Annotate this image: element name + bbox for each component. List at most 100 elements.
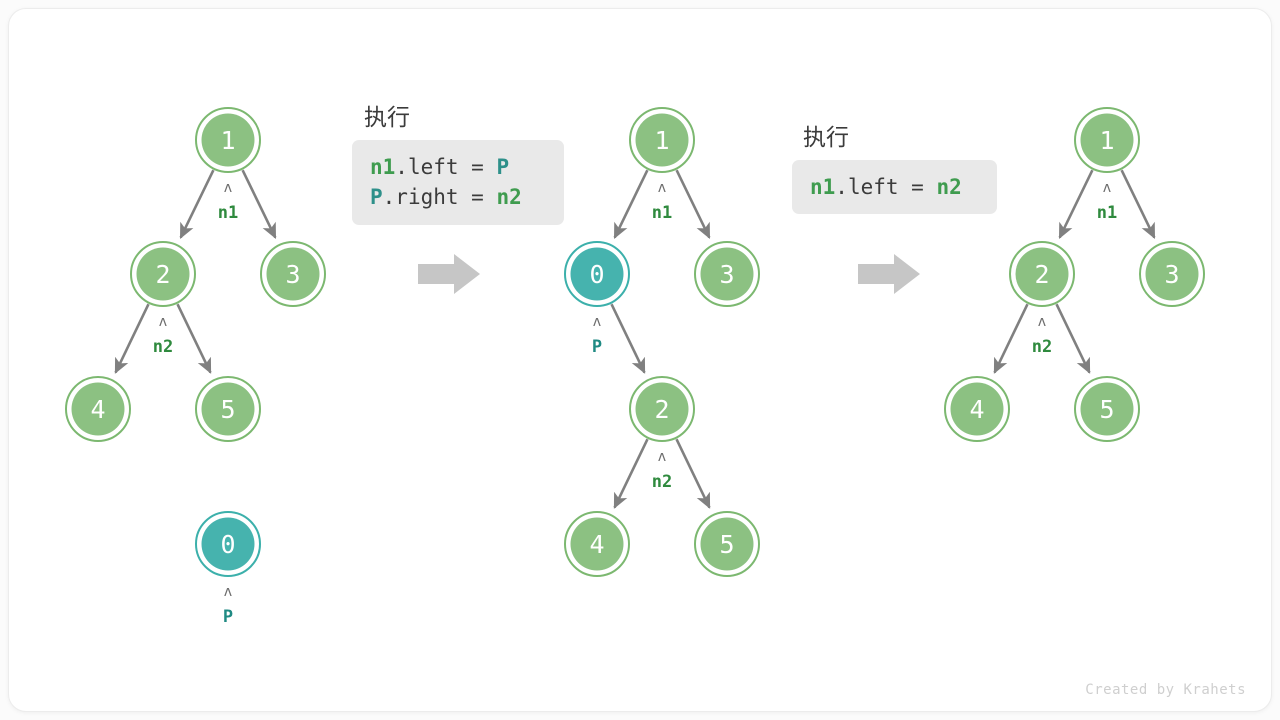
node-value: 0 [589,260,604,289]
pointer-label: P [223,607,233,627]
node-outer-ring [130,241,196,307]
node-outer-ring [629,376,695,442]
tree-edge [613,438,649,509]
code-line: n1.left = P [370,152,546,182]
code-token: .left = [835,175,937,199]
node-circle [201,113,255,167]
tree-edge [993,303,1029,374]
node-circle [635,113,689,167]
node-circle [201,382,255,436]
node-circle [1015,247,1069,301]
node-value: 3 [719,260,734,289]
code-token: .right = [382,185,497,210]
node-value: 1 [1099,126,1114,155]
pointer-label: P [592,337,602,357]
node-outer-ring [944,376,1010,442]
node-outer-ring [694,241,760,307]
node-outer-ring [1139,241,1205,307]
node-outer-ring [1074,107,1140,173]
exec-label: 执行 [803,125,849,151]
node-value: 2 [1034,260,1049,289]
tree-edges [114,169,1156,509]
code-token: n2 [936,175,962,199]
node-outer-ring [195,107,261,173]
tree-nodes: 1 2 3 4 5 0 1 0 3 2 4 5 1 2 3 4 5 [65,107,1205,577]
tree-node: 0 [564,241,630,307]
tree-edge [613,169,649,239]
node-circle [71,382,125,436]
tree-node: 2 [629,376,695,442]
node-outer-ring [1009,241,1075,307]
tree-node: 5 [694,511,760,577]
pointer-label: n1 [218,203,238,223]
pointer-label: n2 [153,337,173,357]
node-circle [1080,382,1134,436]
pointer-caret-icon: ʌ [224,584,232,600]
tree-node: 1 [629,107,695,173]
pointer-caret-icon: ʌ [658,449,666,465]
tree-edge [1120,169,1156,239]
node-value: 1 [654,126,669,155]
code-token: n1 [810,175,836,199]
node-circle [570,247,624,301]
tree-node: 1 [195,107,261,173]
node-outer-ring [195,511,261,577]
node-value: 5 [1099,395,1114,424]
code-token: n1 [370,155,396,179]
pointer-caret-icon: ʌ [1103,180,1111,196]
node-value: 3 [285,260,300,289]
tree-node: 3 [1139,241,1205,307]
tree-node: 5 [195,376,261,442]
code-line: P.right = n2 [370,182,546,212]
node-outer-ring [564,241,630,307]
node-outer-ring [1074,376,1140,442]
node-value: 5 [719,530,734,559]
node-value: 2 [155,260,170,289]
node-circle [950,382,1004,436]
node-outer-ring [195,376,261,442]
node-outer-ring [260,241,326,307]
node-value: 1 [220,126,235,155]
pointer-label: n1 [1097,203,1117,223]
code-line: n1.left = n2 [810,172,979,202]
node-outer-ring [65,376,131,442]
pointer-label: n1 [652,203,672,223]
tree-edge [114,303,150,374]
tree-edge [241,169,277,239]
tree-edge [1058,169,1094,239]
tree-node: 2 [130,241,196,307]
node-value: 4 [90,395,105,424]
tree-node: 4 [564,511,630,577]
node-value: 5 [220,395,235,424]
node-outer-ring [629,107,695,173]
tree-node: 2 [1009,241,1075,307]
node-circle [700,517,754,571]
node-value: 4 [969,395,984,424]
node-circle [570,517,624,571]
tree-edge [176,303,212,374]
tree-node: 0 [195,511,261,577]
pointer-label: n2 [1032,337,1052,357]
credit-text: Created by Krahets [1085,682,1246,698]
tree-node: 4 [65,376,131,442]
pointer-caret-icon: ʌ [159,314,167,330]
tree-edge [675,438,711,509]
code-token: n2 [496,185,522,210]
node-circle [700,247,754,301]
tree-node: 1 [1074,107,1140,173]
tree-node: 3 [694,241,760,307]
code-token: .left = [395,155,497,179]
tree-edge [179,169,215,239]
pointer-caret-icon: ʌ [224,180,232,196]
node-circle [136,247,190,301]
node-outer-ring [564,511,630,577]
tree-edge [675,169,711,239]
node-circle [266,247,320,301]
node-value: 4 [589,530,604,559]
node-value: 3 [1164,260,1179,289]
tree-edge [610,303,646,374]
